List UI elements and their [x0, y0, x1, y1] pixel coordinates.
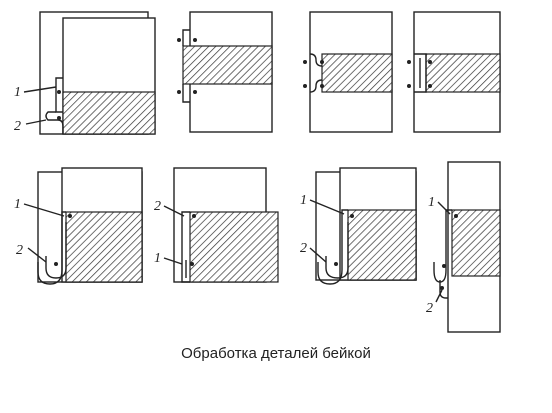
- binding-wrap: [37, 211, 66, 285]
- label-2: 2: [16, 243, 23, 258]
- stitch-dot: [57, 90, 61, 94]
- stitch-dot: [428, 60, 432, 64]
- leader-line-2: [309, 247, 327, 263]
- panel-2: [177, 11, 273, 133]
- stitch-dot: [320, 60, 324, 64]
- panel-6: 2 1: [154, 167, 279, 283]
- binding-strip-bottom: [182, 84, 190, 103]
- hatched-layer: [425, 53, 501, 93]
- hatched-layer: [189, 211, 279, 283]
- stitch-dot: [442, 264, 446, 268]
- panel-5: 1 2: [14, 167, 143, 285]
- binding-tail: [439, 280, 448, 299]
- leader-line-2: [27, 247, 47, 263]
- stitch-dot: [428, 84, 432, 88]
- stitch-dot: [54, 262, 58, 266]
- stitch-dot: [320, 84, 324, 88]
- stitch-dot: [193, 90, 197, 94]
- hatched-layer: [65, 211, 143, 283]
- stitch-dot: [303, 60, 307, 64]
- leader-line-2: [435, 289, 443, 303]
- leader-line-1: [309, 199, 345, 215]
- stitch-dot: [334, 262, 338, 266]
- binding-fold: [45, 111, 64, 134]
- binding-curl-bottom: [309, 79, 323, 93]
- leader-line-2: [163, 205, 185, 217]
- panel-8: 1 2: [426, 161, 501, 333]
- stitch-dot: [177, 38, 181, 42]
- panel-7: 1 2: [300, 167, 417, 285]
- stitch-dot: [350, 214, 354, 218]
- hatched-layer: [62, 91, 156, 135]
- label-1: 1: [300, 193, 307, 208]
- label-2: 2: [426, 301, 433, 316]
- stitch-dot: [303, 84, 307, 88]
- panel-4: [407, 11, 501, 133]
- binding-strip: [414, 53, 427, 93]
- binding-curl-top: [309, 53, 323, 67]
- stitch-dot: [68, 214, 72, 218]
- label-1: 1: [428, 195, 435, 210]
- hatched-layer: [451, 209, 501, 277]
- leader-line-1: [23, 203, 65, 217]
- leader-line-2: [25, 119, 47, 125]
- binding-strip: [181, 211, 190, 283]
- leader-line-1: [437, 201, 451, 215]
- panel-3: [303, 11, 393, 133]
- stitch-dot: [57, 116, 61, 120]
- stitch-dot: [407, 84, 411, 88]
- binding-wrap: [317, 209, 348, 285]
- stitch-dot: [193, 38, 197, 42]
- label-2: 2: [300, 241, 307, 256]
- stitch-dot: [177, 90, 181, 94]
- binding-strip-top: [182, 29, 190, 46]
- hatched-layer: [182, 45, 273, 85]
- stitch-dot: [454, 214, 458, 218]
- stitch-dot: [192, 214, 196, 218]
- label-1: 1: [14, 197, 21, 212]
- binding-strip: [55, 77, 63, 113]
- stitch-dot: [190, 262, 194, 266]
- panel-1: 1 2: [14, 11, 156, 135]
- binding-inner: [45, 222, 67, 279]
- hatched-layer: [321, 53, 393, 93]
- stitch-dot: [440, 286, 444, 290]
- leader-line-1: [23, 86, 57, 93]
- stitch-dot: [407, 60, 411, 64]
- binding-inner: [325, 222, 349, 279]
- label-1: 1: [154, 251, 161, 266]
- hatched-layer: [347, 209, 417, 281]
- label-2: 2: [154, 199, 161, 214]
- label-2: 2: [14, 119, 21, 134]
- leader-line-1: [163, 257, 183, 265]
- diagram-caption: Обработка деталей бейкой: [181, 345, 371, 362]
- label-1: 1: [14, 85, 21, 100]
